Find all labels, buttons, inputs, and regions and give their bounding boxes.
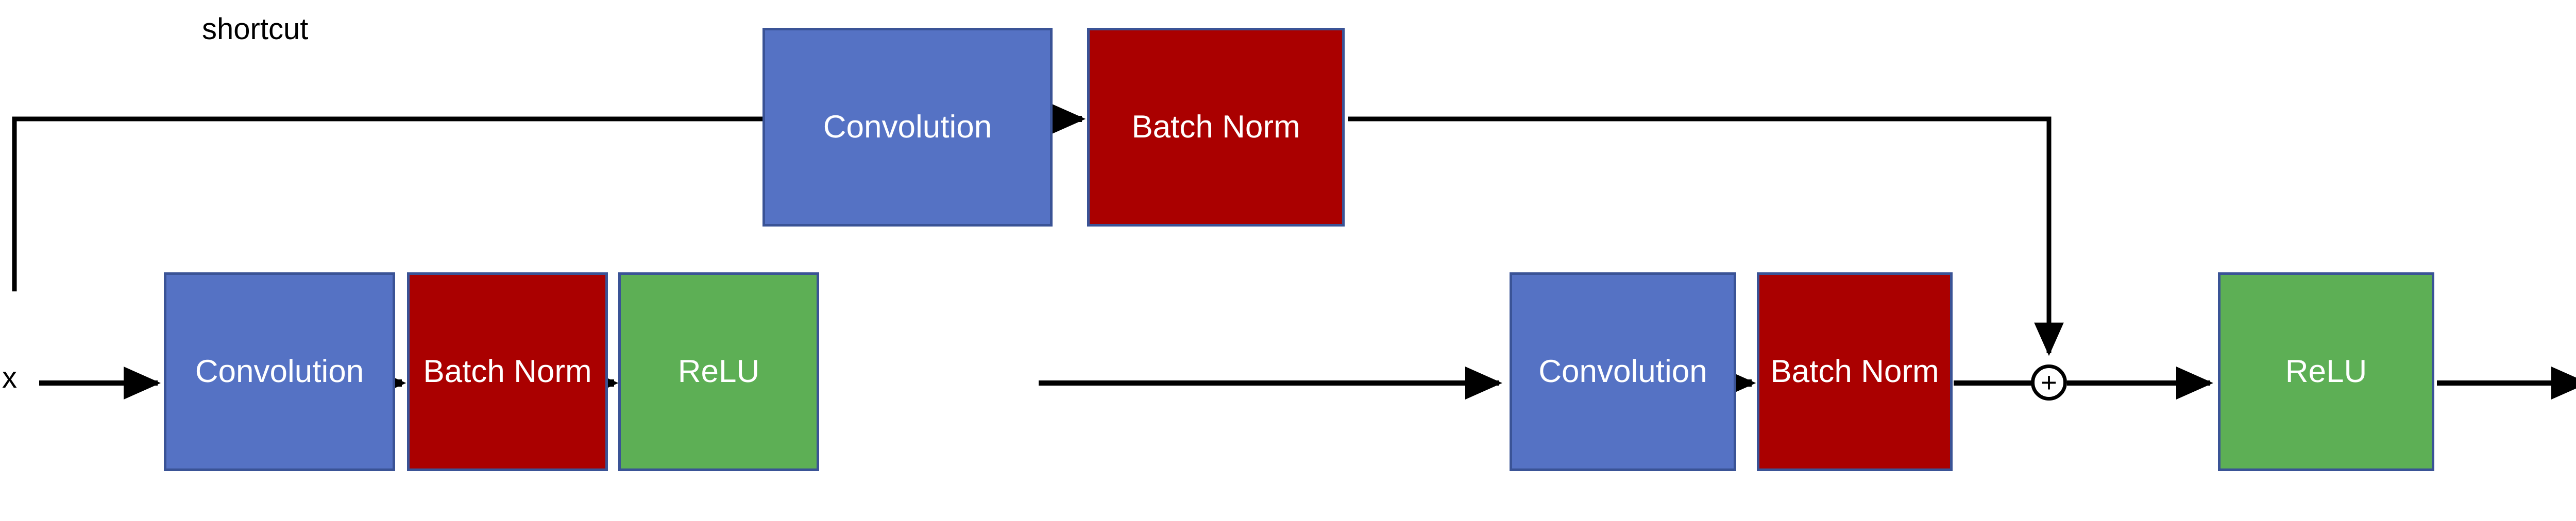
plus-icon: +	[2041, 367, 2057, 398]
block-label: Convolution	[195, 354, 364, 389]
block-main-convolution-2[interactable]: Convolution	[1510, 272, 1736, 471]
block-label: Batch Norm	[1131, 109, 1300, 145]
block-main-relu-1[interactable]: ReLU	[618, 272, 819, 471]
block-shortcut-batch-norm[interactable]: Batch Norm	[1087, 28, 1345, 227]
block-label: Batch Norm	[423, 354, 592, 389]
block-label: ReLU	[2285, 354, 2367, 389]
block-label: Convolution	[1538, 354, 1707, 389]
edge-shortcut-branch	[12, 116, 762, 291]
block-label: Batch Norm	[1770, 354, 1939, 389]
shortcut-label: shortcut	[202, 12, 309, 46]
input-label-x: x	[2, 361, 17, 394]
block-label: ReLU	[677, 354, 760, 389]
block-label: Convolution	[823, 109, 992, 145]
block-main-relu-2[interactable]: ReLU	[2218, 272, 2434, 471]
block-main-batch-norm-1[interactable]: Batch Norm	[407, 272, 608, 471]
residual-sum-node[interactable]: +	[2031, 364, 2067, 401]
block-shortcut-convolution[interactable]: Convolution	[762, 28, 1053, 227]
block-main-batch-norm-2[interactable]: Batch Norm	[1757, 272, 1953, 471]
block-main-convolution-1[interactable]: Convolution	[164, 272, 395, 471]
